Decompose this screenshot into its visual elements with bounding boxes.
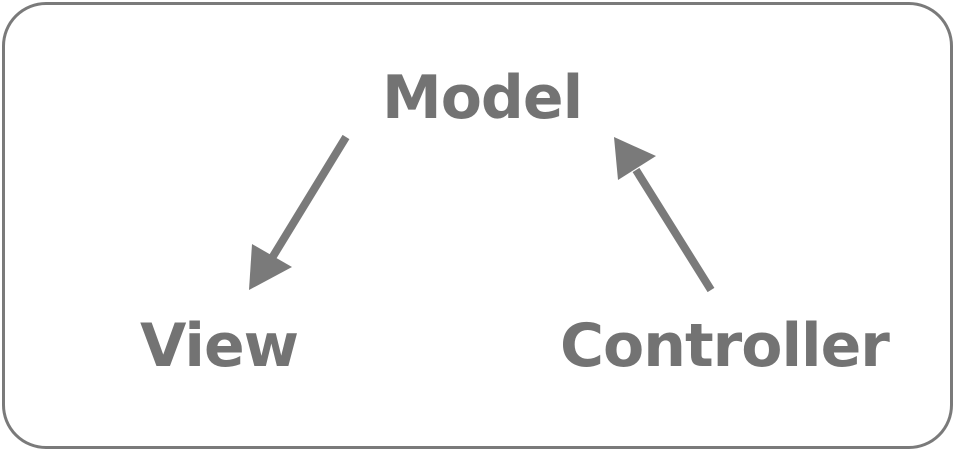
controller-label: Controller — [560, 311, 890, 381]
view-label: View — [140, 311, 299, 381]
diagram-frame — [2, 2, 953, 449]
model-label: Model — [382, 63, 583, 133]
